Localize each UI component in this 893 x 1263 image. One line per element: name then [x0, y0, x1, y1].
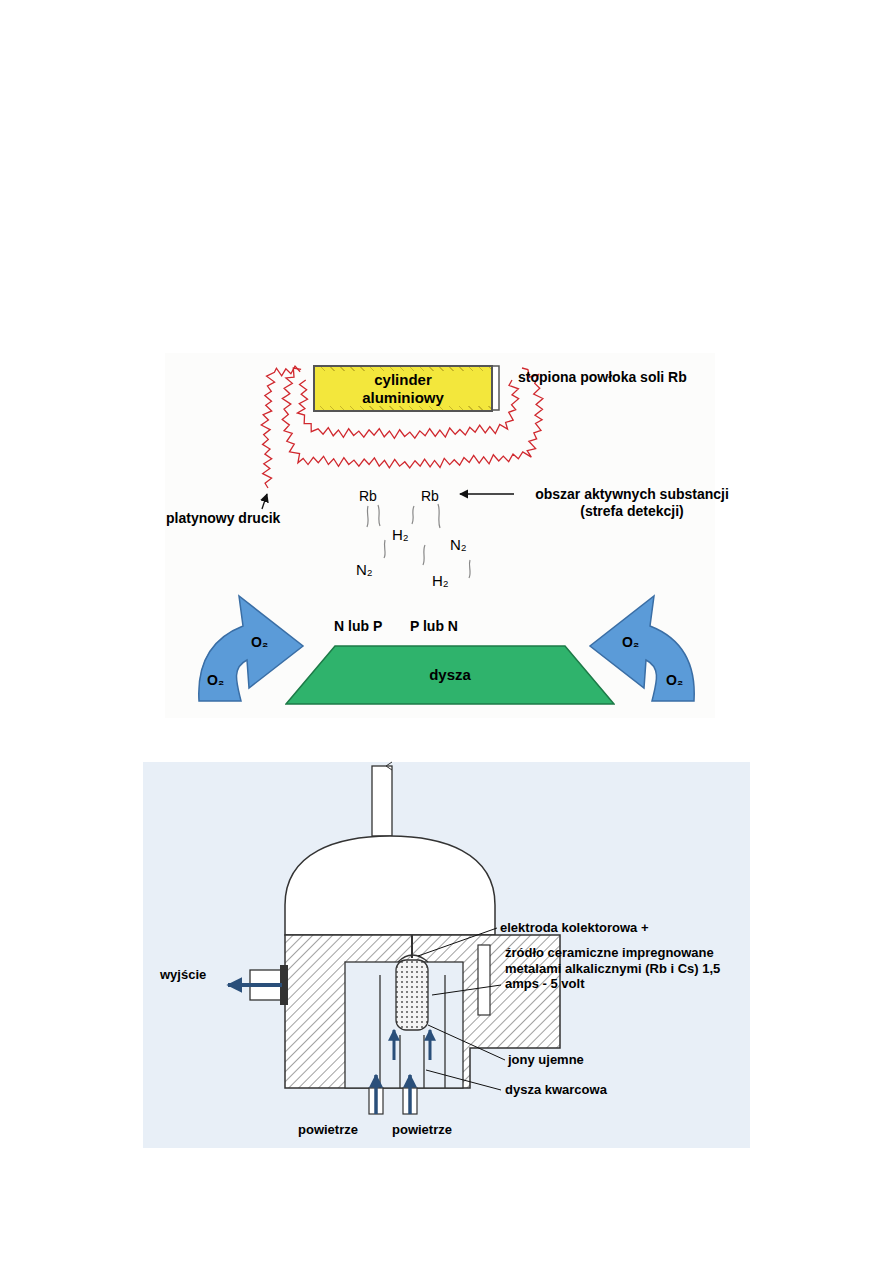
part-label: dysza kwarcowa [505, 1082, 607, 1098]
part-label: elektroda kolektorowa + [500, 920, 648, 936]
part-label: wyjście [160, 967, 206, 983]
part-label: powietrze [392, 1122, 452, 1138]
flame-strokes [367, 504, 470, 578]
leader-line [262, 494, 267, 509]
part-label: jony ujemne [508, 1052, 584, 1068]
node-label: cylinder aluminiowy [315, 371, 491, 406]
slot [478, 945, 490, 1015]
part-label: źródło ceramiczne impregnowane metalami … [505, 945, 747, 992]
wire-stroke [261, 366, 300, 488]
leader-line [460, 493, 514, 494]
species-label: H₂ [432, 572, 449, 590]
species-label: Rb [359, 488, 377, 505]
leader-line [432, 985, 501, 995]
oxygen-arrow: O₂ O₂ [588, 588, 700, 703]
ceramic-source [396, 960, 428, 1030]
bottom-panel [143, 762, 750, 1148]
species-label: obszar aktywnych substancji (strefa dete… [518, 486, 746, 520]
cylinder-box: cylinder aluminiowy [313, 365, 493, 412]
detector-dome [285, 836, 495, 935]
leader-line [426, 1070, 501, 1090]
species-label: Rb [421, 488, 439, 505]
platinum-wire [261, 366, 543, 488]
part-label: platynowy drucik [166, 510, 280, 527]
arrow-outline [588, 588, 700, 703]
node-label: dysza [429, 666, 471, 683]
gas-label: O₂ [251, 634, 268, 650]
quartz-nozzle [400, 1035, 424, 1088]
part-label: N lub P [334, 618, 382, 635]
species-label: H₂ [392, 526, 409, 544]
part-label: powietrze [298, 1122, 358, 1138]
species-label: N₂ [450, 536, 467, 554]
stem [372, 766, 392, 836]
part-label: stopiona powłoka soli Rb [518, 369, 687, 386]
gas-label: O₂ [207, 672, 224, 688]
gas-label: O₂ [666, 672, 683, 688]
nozzle-shape: dysza [285, 645, 615, 705]
oxygen-arrow: O₂ O₂ [193, 588, 305, 703]
gas-label: O₂ [622, 634, 639, 650]
species-label: N₂ [356, 561, 373, 579]
leader-line [428, 1025, 505, 1060]
part-label: P lub N [410, 618, 458, 635]
output-arrow [228, 983, 282, 987]
top-panel [165, 353, 715, 718]
leader-line [418, 928, 497, 956]
wire-stroke [282, 368, 543, 468]
